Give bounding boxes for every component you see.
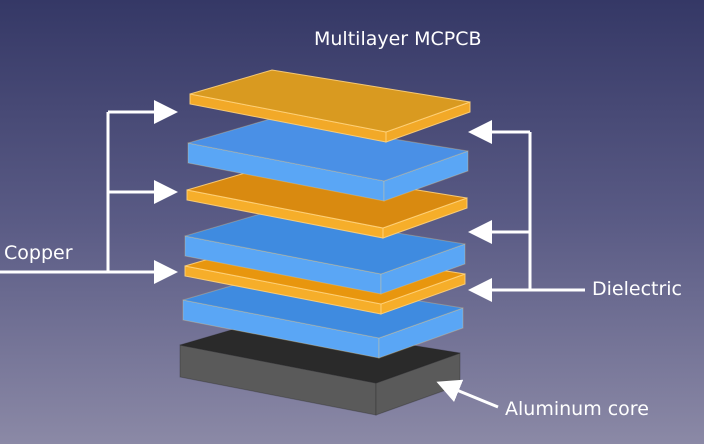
dielectric-layer-1: [187, 118, 469, 202]
copper-bracket: [0, 100, 178, 284]
copper-layer-2: [186, 165, 468, 239]
copper-layer-1: [189, 69, 471, 143]
copper-layer-2-top-face: [186, 165, 468, 229]
diagram-title: Multilayer MCPCB: [314, 28, 482, 50]
copper-layer-1-top-face: [189, 69, 471, 133]
copper-label: Copper: [4, 242, 73, 264]
dielectric-layer-2-top-face: [184, 211, 466, 275]
aluminum-core-label: Aluminum core: [505, 398, 649, 420]
dielectric-layer-1-top-face: [187, 118, 469, 182]
dielectric-bracket: [468, 120, 585, 302]
aluminum-arrow: [436, 379, 499, 409]
dielectric-label: Dielectric: [592, 278, 682, 300]
dielectric-layer-2: [184, 211, 466, 295]
